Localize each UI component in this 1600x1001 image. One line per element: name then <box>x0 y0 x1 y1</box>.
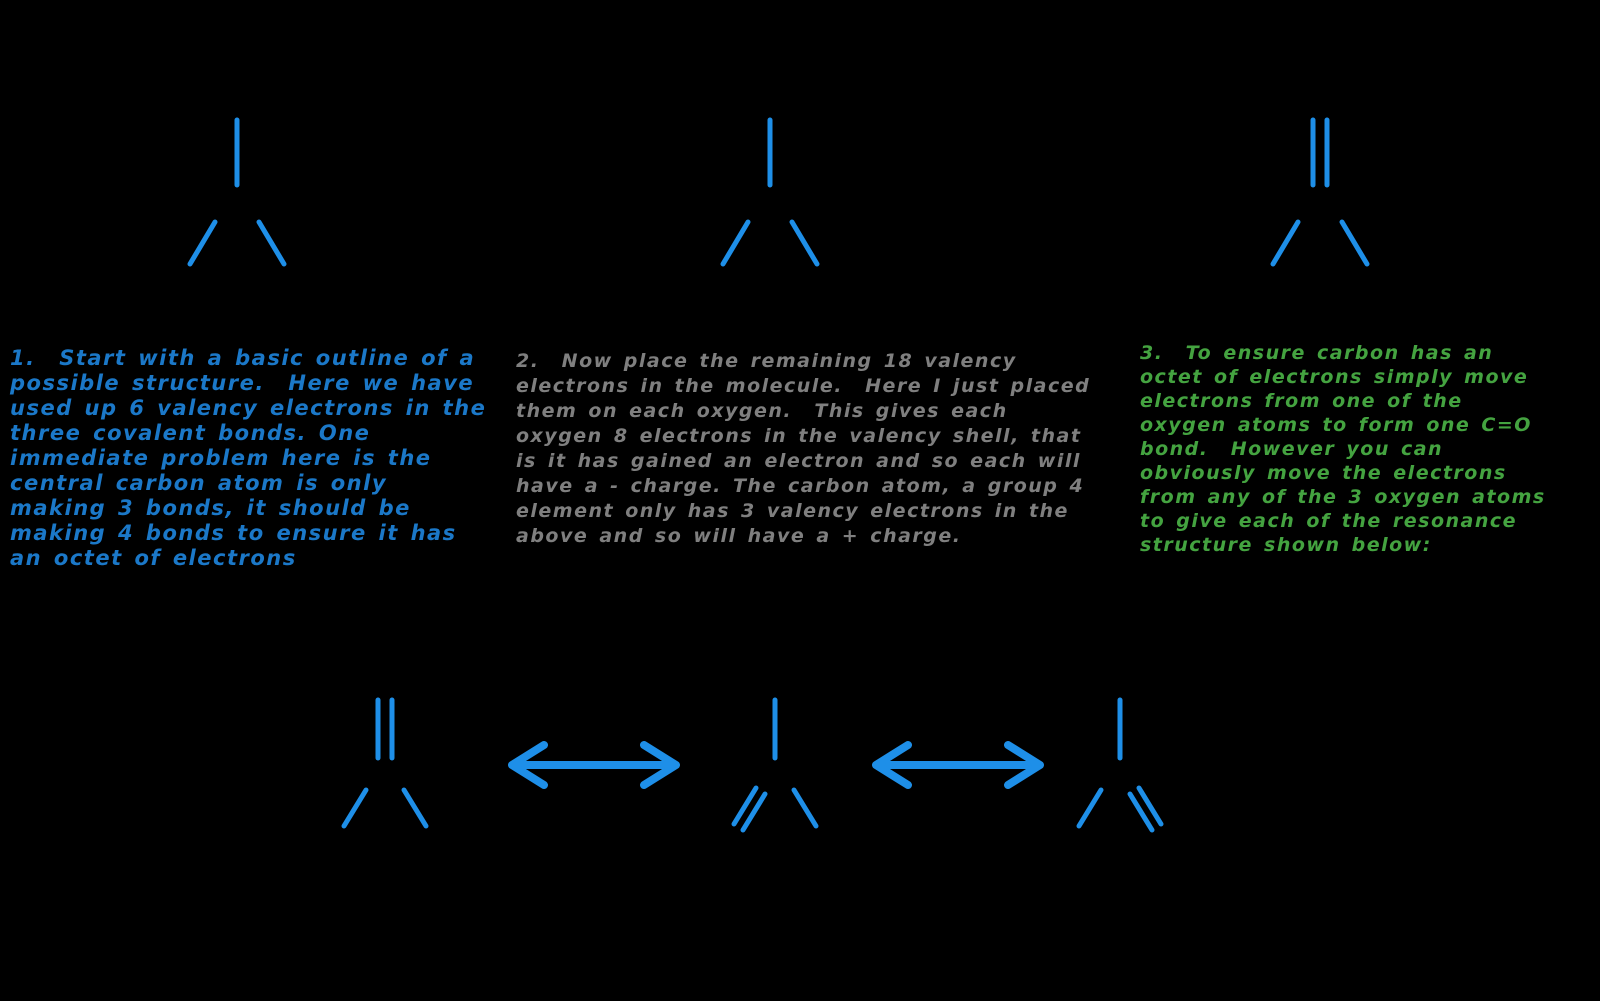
c-o-single-bond-right <box>1339 219 1370 267</box>
c-o-double-bond-right-line-2 <box>1127 791 1155 833</box>
c-o-double-bond-left-line-2 <box>740 791 768 833</box>
resonance-arrow-2 <box>872 741 1044 789</box>
c-o-single-bond-left <box>187 219 218 267</box>
carbonate-skeleton-structure-2 <box>720 117 820 267</box>
carbonate-skeleton-structure-1 <box>187 117 287 267</box>
arrow-head-right <box>1004 741 1044 789</box>
arrow-head-left <box>872 741 912 789</box>
resonance-structure-2 <box>731 697 819 833</box>
c-o-single-bond-right <box>789 219 820 267</box>
carbonate-octet-structure <box>1270 117 1370 267</box>
arrow-head-right <box>640 741 680 789</box>
arrow-head-left <box>508 741 548 789</box>
c-o-single-bond-right <box>401 787 429 829</box>
resonance-structure-3 <box>1076 697 1164 833</box>
c-o-single-bond-left <box>1076 787 1104 829</box>
c-o-single-bond-left <box>1270 219 1301 267</box>
step3-annotation: 3. To ensure carbon has an octet of elec… <box>1140 342 1557 556</box>
c-o-single-bond-left <box>341 787 369 829</box>
step2-annotation: 2. Now place the remaining 18 valency el… <box>516 350 1102 547</box>
resonance-structure-1 <box>341 697 429 829</box>
step1-annotation: 1. Start with a basic outline of a possi… <box>10 346 499 570</box>
c-o-double-bond-left-line-1 <box>731 785 759 827</box>
resonance-arrow-1 <box>508 741 680 789</box>
c-o-double-bond-right-line-1 <box>1136 785 1164 827</box>
c-o-single-bond-right <box>256 219 287 267</box>
c-o-single-bond-left <box>720 219 751 267</box>
c-o-single-bond-right <box>791 787 819 829</box>
